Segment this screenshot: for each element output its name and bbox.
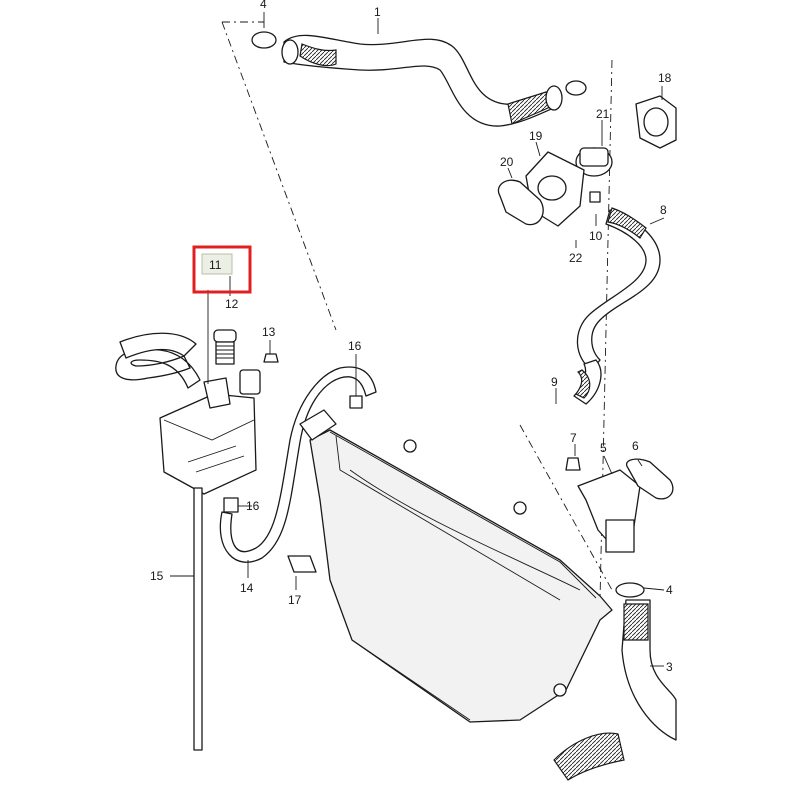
callout-20: 20 <box>500 155 514 169</box>
callout-3: 3 <box>666 660 673 674</box>
callout-6: 6 <box>632 439 639 453</box>
lower-hose <box>615 582 677 741</box>
thermostat-assembly <box>497 95 677 227</box>
callout-14: 14 <box>240 581 254 595</box>
leader-lines <box>170 12 665 667</box>
callout-13: 13 <box>262 325 276 339</box>
upper-hose <box>281 34 563 127</box>
callout-10: 10 <box>589 229 603 243</box>
callout-11: 11 <box>209 258 222 272</box>
callout-12: 12 <box>225 297 239 311</box>
callout-16-left: 16 <box>246 499 260 513</box>
callout-22: 22 <box>569 251 583 265</box>
right-hose <box>573 207 661 405</box>
callout-4-lower: 4 <box>666 583 673 597</box>
callout-labels: 1 3 4 4 5 6 7 8 9 10 11 12 13 14 15 16 1… <box>150 0 673 674</box>
callout-17: 17 <box>288 593 302 607</box>
callout-8: 8 <box>660 203 667 217</box>
callout-21: 21 <box>596 107 610 121</box>
bottom-hose <box>553 732 625 781</box>
callout-1: 1 <box>374 5 381 19</box>
callout-5: 5 <box>600 441 607 455</box>
bolt-13 <box>263 353 279 363</box>
overflow-hose <box>115 332 201 389</box>
breather-hose <box>219 366 377 563</box>
drain-hose <box>193 487 203 751</box>
reservoir-tank <box>159 369 261 495</box>
callout-16-right: 16 <box>348 339 362 353</box>
callout-19: 19 <box>529 129 543 143</box>
callout-9: 9 <box>551 375 558 389</box>
highlight-box <box>192 245 252 294</box>
callout-4-top: 4 <box>260 0 267 11</box>
highlight-chip <box>201 253 233 275</box>
radiator <box>309 429 613 723</box>
clip-17 <box>287 555 317 573</box>
highlight-part-11[interactable] <box>192 245 252 294</box>
hose-clamp-top <box>251 31 587 96</box>
reservoir-cap <box>213 329 237 365</box>
callout-15: 15 <box>150 569 164 583</box>
callout-18: 18 <box>658 71 672 85</box>
callout-7: 7 <box>570 431 577 445</box>
water-outlet-assembly <box>565 457 674 553</box>
